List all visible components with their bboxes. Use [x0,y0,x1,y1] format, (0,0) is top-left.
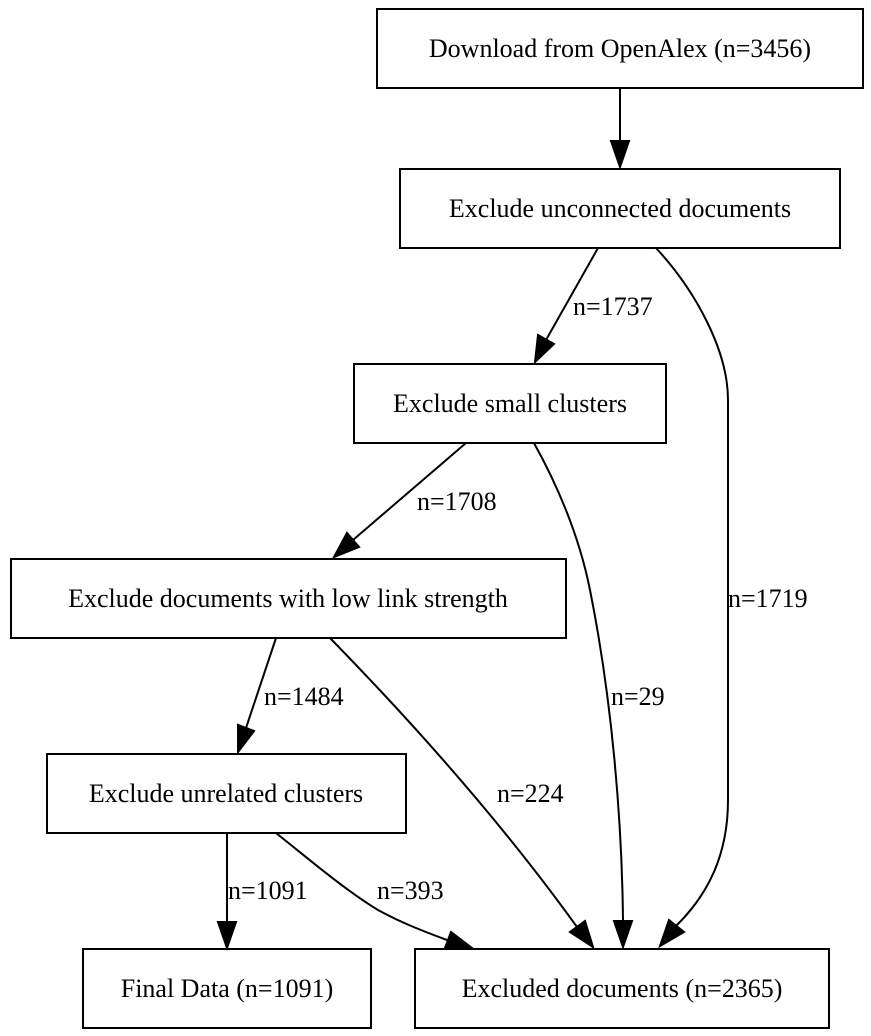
edge-unrelated-to-final [216,833,238,952]
edge-unconnected-to-small-clusters [533,247,599,365]
node-excluded-documents: Excluded documents (n=2365) [414,948,830,1029]
node-exclude-unrelated-clusters: Exclude unrelated clusters [46,753,407,834]
node-exclude-unrelated-clusters-label: Exclude unrelated clusters [89,779,363,808]
edge-label-unconnected-small: n=1737 [573,292,653,321]
node-final-data-label: Final Data (n=1091) [121,974,334,1003]
node-download-label: Download from OpenAlex (n=3456) [429,34,811,63]
node-exclude-unconnected-label: Exclude unconnected documents [449,194,791,223]
edge-small-clusters-to-low-link [331,442,467,559]
edge-label-lowlink-unrelated: n=1484 [264,682,344,711]
edge-label-unconnected-excluded: n=1719 [728,584,808,613]
edge-low-link-to-unrelated [237,637,277,755]
edge-label-unrelated-excluded: n=393 [377,876,444,905]
edge-download-to-unconnected [609,88,631,171]
edge-label-unrelated-final: n=1091 [228,876,308,905]
node-excluded-documents-label: Excluded documents (n=2365) [462,974,783,1003]
edge-label-lowlink-excluded: n=224 [497,779,564,808]
node-download: Download from OpenAlex (n=3456) [376,8,864,89]
edge-unrelated-to-excluded [275,832,475,949]
node-exclude-unconnected: Exclude unconnected documents [399,168,841,249]
edge-low-link-to-excluded [329,637,595,950]
edge-unconnected-to-excluded [655,247,729,949]
node-exclude-low-link-strength-label: Exclude documents with low link strength [68,584,508,613]
node-final-data: Final Data (n=1091) [82,948,372,1029]
node-exclude-small-clusters-label: Exclude small clusters [393,389,627,418]
edge-small-clusters-to-excluded [533,442,634,951]
edge-label-small-excluded: n=29 [611,682,665,711]
edge-label-small-lowlink: n=1708 [417,487,497,516]
node-exclude-low-link-strength: Exclude documents with low link strength [10,558,567,639]
node-exclude-small-clusters: Exclude small clusters [353,363,667,444]
